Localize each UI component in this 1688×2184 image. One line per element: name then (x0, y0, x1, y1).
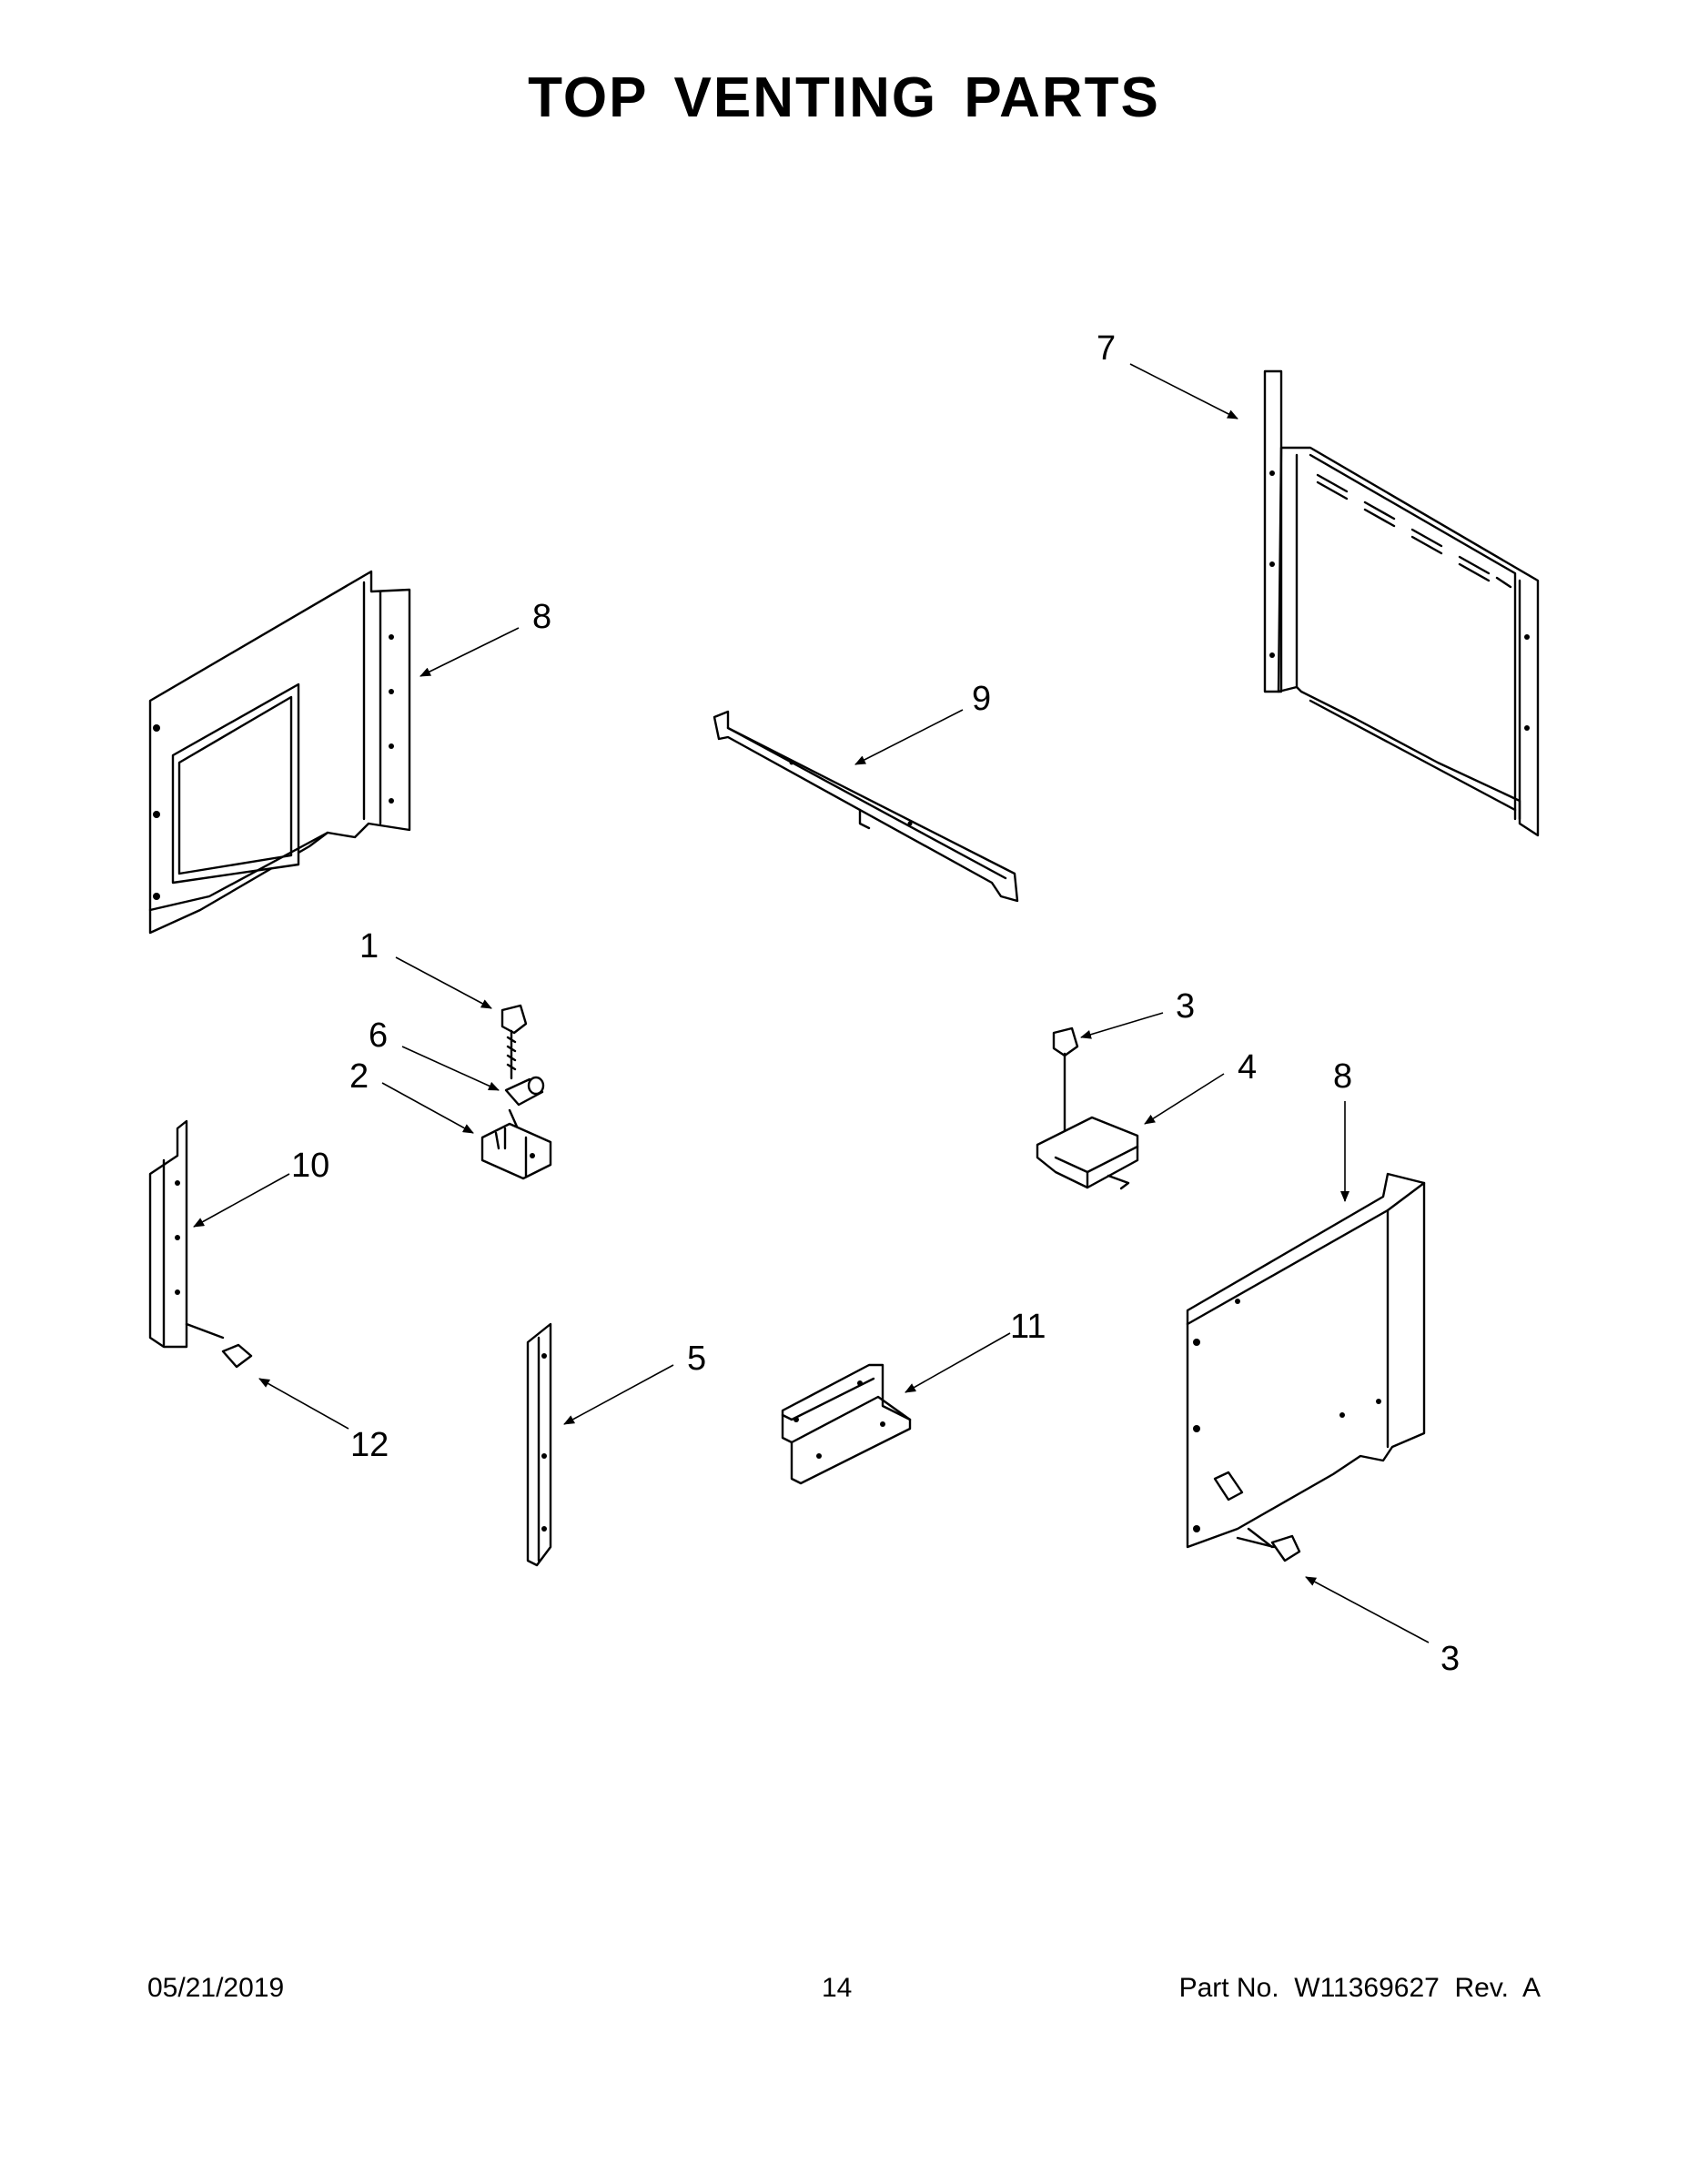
page-title: TOP VENTING PARTS (528, 66, 1160, 129)
leader-3b (1305, 1576, 1430, 1643)
footer-date: 05/21/2019 (147, 1973, 285, 2003)
side-panel-right-part-8 (1186, 1172, 1426, 1549)
strip-part-10 (148, 1119, 225, 1349)
callout-9: 9 (972, 680, 991, 718)
switch-part-2 (480, 1108, 552, 1180)
leader-12 (258, 1378, 349, 1430)
callout-5: 5 (687, 1340, 706, 1378)
tube-part-6 (504, 1076, 545, 1107)
callout-6: 6 (369, 1016, 388, 1055)
bracket-part-9 (713, 710, 1019, 903)
side-panel-left-part-8 (148, 570, 411, 935)
callout-labels: 7 8 9 1 6 2 3 4 8 10 11 5 12 3 (291, 329, 1460, 1678)
module-part-4 (1036, 1116, 1139, 1190)
vent-panel-part-7 (1263, 369, 1540, 837)
screw-part-1 (500, 1004, 528, 1080)
leader-3a (1080, 1012, 1164, 1039)
leader-7 (1129, 363, 1238, 420)
footer-page-number: 14 (822, 1973, 853, 2003)
leader-2 (381, 1082, 474, 1134)
footer-part-number: Part No. W11369627 Rev. A (1178, 1973, 1541, 2003)
screw-part-3-upper (1052, 1026, 1079, 1139)
callout-4: 4 (1238, 1048, 1257, 1087)
leader-1 (395, 956, 492, 1009)
callout-12: 12 (350, 1426, 389, 1464)
screw-part-3-lower (1247, 1527, 1301, 1562)
screw-part-12 (221, 1343, 253, 1369)
bracket-part-11 (781, 1363, 912, 1485)
leader-4 (1144, 1073, 1225, 1125)
leader-10 (193, 1173, 290, 1228)
callout-11: 11 (1010, 1308, 1046, 1346)
callout-8-left: 8 (532, 598, 551, 636)
leader-9 (854, 709, 964, 765)
leader-11 (905, 1332, 1011, 1393)
callout-10: 10 (291, 1147, 329, 1185)
callout-8-right: 8 (1333, 1057, 1352, 1096)
callout-3-lower: 3 (1440, 1640, 1460, 1678)
leader-6 (401, 1046, 500, 1091)
callout-2: 2 (349, 1057, 369, 1096)
leader-lines (193, 363, 1430, 1643)
callout-1: 1 (359, 927, 379, 966)
leader-8a (419, 627, 520, 677)
callout-3-upper: 3 (1176, 987, 1195, 1026)
strip-part-5 (526, 1322, 552, 1567)
callout-7: 7 (1097, 329, 1116, 368)
leader-5 (563, 1364, 674, 1425)
